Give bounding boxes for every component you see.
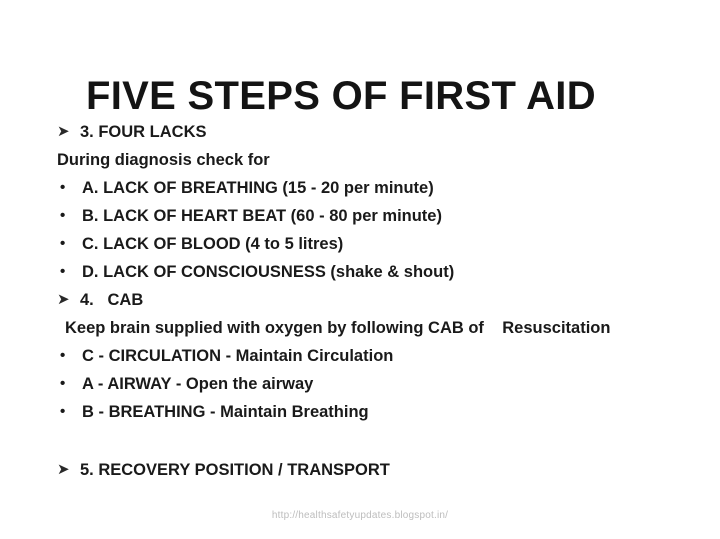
list-item: • C. LACK OF BLOOD (4 to 5 litres) [0,230,720,258]
list-item-label: B. LACK OF HEART BEAT (60 - 80 per minut… [82,207,442,225]
dot-bullet-icon: • [60,263,66,280]
list-item: • B - BREATHING - Maintain Breathing [0,398,720,426]
list-item-label: During diagnosis check for [57,151,270,169]
list-item-label: C. LACK OF BLOOD (4 to 5 litres) [82,235,344,253]
arrow-bullet-icon: ➤ [57,123,70,140]
list-item: • A - AIRWAY - Open the airway [0,370,720,398]
list-item: Keep brain supplied with oxygen by follo… [0,314,720,342]
list-item: • B. LACK OF HEART BEAT (60 - 80 per minu… [0,202,720,230]
page-title: FIVE STEPS OF FIRST AID [86,73,596,118]
arrow-bullet-icon: ➤ [57,461,70,478]
list-item-label: 4. CAB [80,291,144,309]
list-item-label: C - CIRCULATION - Maintain Circulation [82,347,394,365]
list-item-label: B - BREATHING - Maintain Breathing [82,403,369,421]
footer-source-url: http://healthsafetyupdates.blogspot.in/ [271,510,449,521]
list-item-label: D. LACK OF CONSCIOUSNESS (shake & shout) [82,263,455,281]
list-item: • C - CIRCULATION - Maintain Circulation [0,342,720,370]
dot-bullet-icon: • [60,235,66,252]
list-item: ➤ 3. FOUR LACKS [0,118,720,146]
list-item: ➤ 4. CAB [0,286,720,314]
slide-body: ➤ 3. FOUR LACKS During diagnosis check for… [0,118,720,484]
arrow-bullet-icon: ➤ [57,291,70,308]
list-item: During diagnosis check for [0,146,720,174]
list-item-label: 3. FOUR LACKS [80,123,207,141]
list-item-label: 5. RECOVERY POSITION / TRANSPORT [80,461,390,479]
list-item-label: A - AIRWAY - Open the airway [82,375,314,393]
list-item: • D. LACK OF CONSCIOUSNESS (shake & shout… [0,258,720,286]
list-item: ➤ 5. RECOVERY POSITION / TRANSPORT [0,456,720,484]
dot-bullet-icon: • [60,347,66,364]
dot-bullet-icon: • [60,375,66,392]
dot-bullet-icon: • [60,403,66,420]
list-item-label: A. LACK OF BREATHING (15 - 20 per minute… [82,179,434,197]
list-item-label: Keep brain supplied with oxygen by follo… [65,319,611,337]
dot-bullet-icon: • [60,179,66,196]
dot-bullet-icon: • [60,207,66,224]
line-spacer [0,426,720,456]
list-item: • A. LACK OF BREATHING (15 - 20 per minut… [0,174,720,202]
